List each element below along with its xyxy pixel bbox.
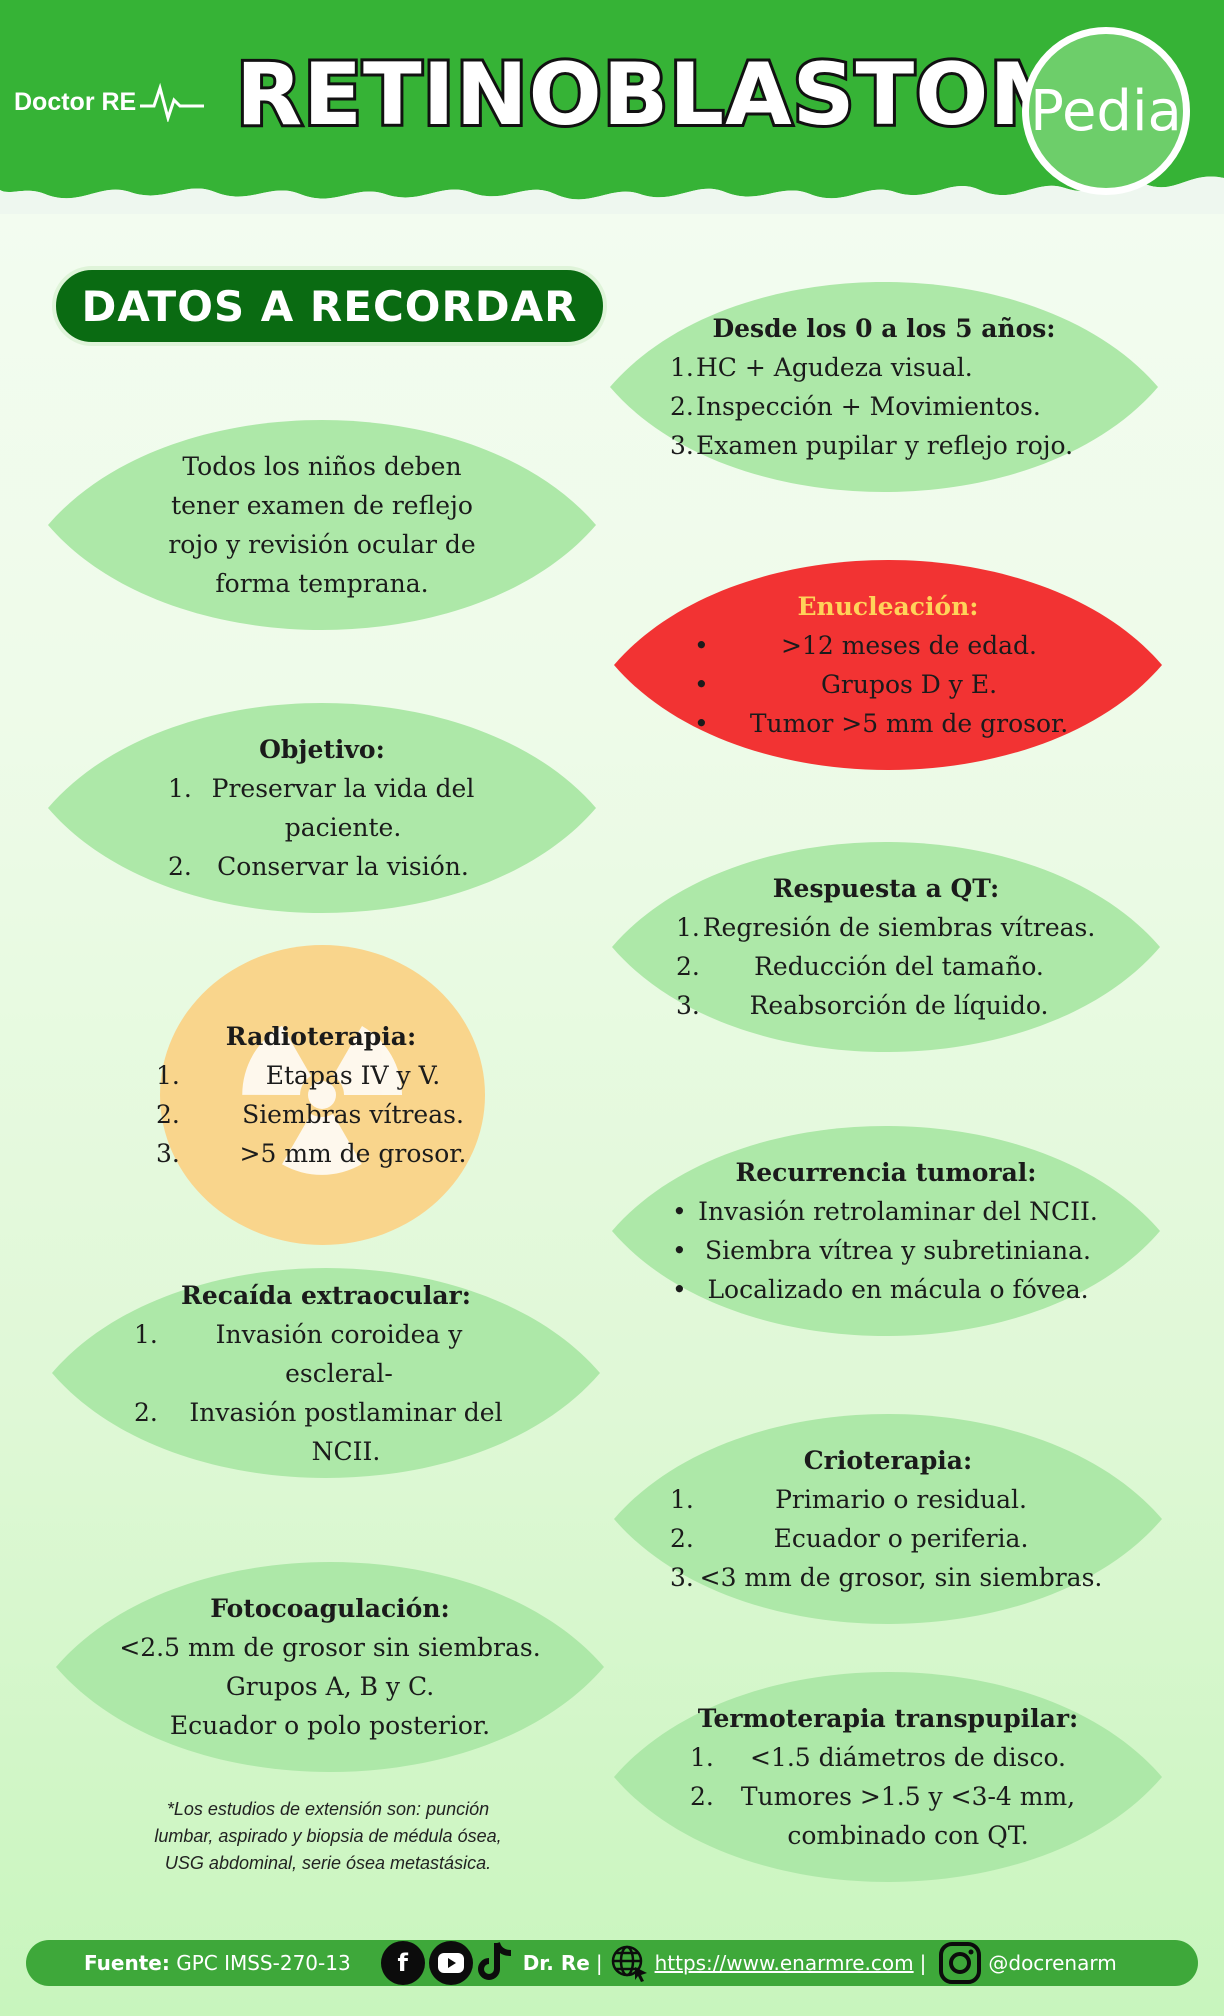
- source: Fuente: GPC IMSS-270-13: [84, 1951, 351, 1975]
- heartbeat-icon: [140, 82, 205, 122]
- footnote: *Los estudios de extensión son: punción …: [154, 1799, 502, 1873]
- social-handle[interactable]: @docrenarm: [988, 1951, 1117, 1975]
- separator: |: [595, 1951, 603, 1975]
- card-all-children: Todos los niños deben tener examen de re…: [48, 420, 596, 630]
- card-recurrence: Recurrencia tumoral: •Invasión retrolami…: [612, 1126, 1160, 1336]
- card-title: Termoterapia transpupilar:: [697, 1704, 1079, 1733]
- card-photocoagulation: Fotocoagulación: <2.5 mm de grosor sin s…: [56, 1562, 604, 1772]
- text-line: tener examen de reflejo: [171, 491, 473, 520]
- header-banner: Doctor RE RETINOBLASTOMA RETINOBLASTOMA …: [0, 0, 1224, 225]
- page-title-fill: RETINOBLASTOMA: [236, 45, 1144, 145]
- youtube-icon[interactable]: [428, 1941, 473, 1985]
- list-item: 1.Primario o residual.: [670, 1485, 1027, 1514]
- social-icons: f: [380, 1939, 517, 1988]
- card-title: Recaída extraocular:: [181, 1280, 471, 1310]
- card-thermotherapy: Termoterapia transpupilar: 1.<1.5 diámet…: [614, 1672, 1162, 1882]
- author: Dr. Re: [522, 1951, 590, 1975]
- card-title: Recurrencia tumoral:: [735, 1158, 1037, 1187]
- footer-bar: Fuente: GPC IMSS-270-13 f Dr. Re | https…: [26, 1940, 1198, 1986]
- card-extraocular-relapse: Recaída extraocular: 1.Invasión coroidea…: [52, 1268, 600, 1478]
- list-item: •Localizado en mácula o fóvea.: [672, 1275, 1089, 1304]
- card-enucleation: Enucleación: •>12 meses de edad. •Grupos…: [614, 560, 1162, 770]
- facebook-icon[interactable]: f: [380, 1941, 425, 1985]
- text-line: Todos los niños deben: [182, 452, 462, 481]
- list-item: 1.Etapas IV y V.: [156, 1061, 441, 1090]
- card-title: Objetivo:: [259, 735, 385, 764]
- list-item: 2.Invasión postlaminar del NCII.: [134, 1397, 503, 1466]
- text-line: <2.5 mm de grosor sin siembras.: [119, 1633, 541, 1662]
- brand-name: Doctor RE: [14, 87, 137, 116]
- text-line: Grupos A, B y C.: [225, 1672, 435, 1701]
- list-item: 2.Reducción del tamaño.: [676, 952, 1044, 981]
- list-item: 2.Conservar la visión.: [168, 852, 469, 881]
- list-item: •Grupos D y E.: [694, 670, 998, 699]
- list-item: 2.Siembras vítreas.: [156, 1100, 464, 1129]
- list-item: 2.Inspección + Movimientos.: [670, 392, 1041, 421]
- card-screening: Desde los 0 a los 5 años: 1.HC + Agudeza…: [610, 282, 1158, 492]
- card-cryotherapy: Crioterapia: 1.Primario o residual. 2.Ec…: [614, 1414, 1162, 1624]
- banner-background: [0, 0, 1224, 214]
- pedia-badge-label: Pedia: [1030, 78, 1182, 144]
- card-title: Enucleación:: [797, 592, 979, 621]
- card-title: Desde los 0 a los 5 años:: [712, 314, 1056, 343]
- text-line: Ecuador o polo posterior.: [169, 1711, 491, 1740]
- card-radiotherapy: Radioterapia: 1.Etapas IV y V. 2.Siembra…: [156, 945, 485, 1245]
- text-line: forma temprana.: [215, 569, 429, 598]
- section-label: DATOS A RECORDAR: [52, 266, 607, 346]
- list-item: 1.<1.5 diámetros de disco.: [690, 1743, 1066, 1772]
- list-item: 3.<3 mm de grosor, sin siembras.: [670, 1563, 1103, 1592]
- website-link[interactable]: https://www.enarmre.com: [654, 1951, 914, 1975]
- page-title: RETINOBLASTOMA RETINOBLASTOMA: [233, 40, 1145, 150]
- list-item: •Siembra vítrea y subretiniana.: [672, 1236, 1091, 1265]
- card-objective: Objetivo: 1.Preservar la vida del pacien…: [48, 703, 596, 913]
- list-item: •Invasión retrolaminar del NCII.: [672, 1197, 1098, 1226]
- brand-logo: Doctor RE: [14, 82, 205, 122]
- separator: |: [919, 1951, 927, 1975]
- list-item: 1.Regresión de siembras vítreas.: [676, 913, 1096, 942]
- radiation-trefoil-icon: [242, 1025, 402, 1175]
- list-item: 3.>5 mm de grosor.: [156, 1139, 467, 1168]
- tiktok-icon[interactable]: [477, 1939, 517, 1988]
- list-item: 2.Tumores >1.5 y <3-4 mm, combinado con …: [690, 1782, 1076, 1850]
- list-item: 3.Reabsorción de líquido.: [676, 991, 1049, 1020]
- list-item: 1.Preservar la vida del paciente.: [168, 774, 475, 842]
- card-title: Radioterapia:: [225, 1022, 417, 1051]
- list-item: 1.HC + Agudeza visual.: [670, 353, 973, 382]
- list-item: 2.Ecuador o periferia.: [670, 1524, 1029, 1553]
- card-qt-response: Respuesta a QT: 1.Regresión de siembras …: [612, 842, 1160, 1052]
- instagram-icon[interactable]: [938, 1941, 982, 1985]
- globe-icon: [611, 1945, 647, 1982]
- card-title: Respuesta a QT:: [772, 874, 1000, 903]
- list-item: •>12 meses de edad.: [694, 631, 1037, 660]
- list-item: 1.Invasión coroidea y escleral-: [134, 1319, 463, 1388]
- list-item: •Tumor >5 mm de grosor.: [694, 709, 1069, 738]
- card-title: Crioterapia:: [803, 1446, 973, 1475]
- pedia-badge: Pedia: [1022, 27, 1190, 195]
- source-label: Fuente:: [84, 1951, 170, 1975]
- text-line: rojo y revisión ocular de: [168, 530, 476, 559]
- source-value: GPC IMSS-270-13: [176, 1951, 351, 1975]
- list-item: 3.Examen pupilar y reflejo rojo.: [670, 431, 1074, 460]
- card-title: Fotocoagulación:: [210, 1594, 450, 1623]
